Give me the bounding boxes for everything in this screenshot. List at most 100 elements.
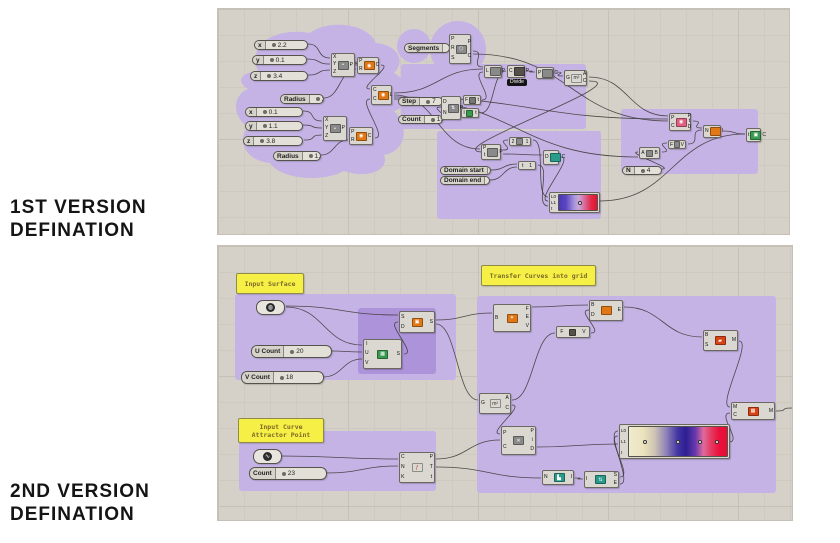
first-version-canvas[interactable]: x2.2 y0.1 z3.4Radius2.5 x0.1 y1.1 z3.8Radius1… — [217, 8, 790, 235]
param-surface-param[interactable]: ◍ — [256, 300, 285, 315]
flat-n-i-icon: ▙ — [549, 471, 570, 484]
slider-label: Count — [399, 116, 425, 123]
gradient-control-point[interactable] — [697, 439, 702, 444]
gradient-control-point[interactable] — [676, 439, 680, 444]
slider-radius-1[interactable]: Radius2.5 — [280, 94, 324, 104]
slider-grip[interactable] — [279, 375, 284, 380]
output-ports: C — [761, 129, 767, 141]
slider-grip[interactable] — [267, 74, 272, 78]
component-end-component[interactable]: t▣C — [746, 128, 766, 142]
gradient-control-point[interactable] — [642, 439, 647, 444]
slider-domain-end[interactable]: Domain end1.0 — [440, 176, 490, 185]
slider-grip[interactable] — [640, 168, 645, 173]
panel-input-surface[interactable]: Input Surface — [236, 273, 304, 294]
slider-domain-start[interactable]: Domain start0.001 — [440, 166, 491, 175]
slider-grip[interactable] — [262, 110, 267, 114]
component-range[interactable]: DN⇅R — [441, 96, 463, 120]
interval-right-icon — [709, 126, 721, 137]
gradient-bar[interactable] — [628, 426, 728, 457]
panel-transfer-curves[interactable]: Transfer Curves into grid — [481, 265, 596, 286]
slider-grip[interactable] — [262, 124, 267, 128]
port-out: P — [499, 148, 503, 155]
slider-grip[interactable] — [260, 139, 265, 143]
slider-grip[interactable] — [271, 43, 276, 47]
param-curve-param[interactable]: ∿ — [253, 449, 282, 464]
port-out: I — [570, 474, 572, 480]
component-flat-n-i[interactable]: N▙I — [542, 470, 574, 485]
port-in: L0 — [621, 428, 627, 433]
slider-grip[interactable] — [281, 471, 286, 476]
slider-grip[interactable] — [269, 58, 274, 62]
slider-grip[interactable] — [290, 349, 295, 354]
slider-grip[interactable] — [315, 97, 320, 101]
port-in: M — [733, 403, 738, 410]
slider-grip[interactable] — [430, 117, 435, 122]
slider-label: N — [623, 167, 635, 174]
slider-segments[interactable]: Segments4 — [404, 43, 450, 53]
slider-grip[interactable] — [308, 154, 313, 158]
port-label: V — [680, 141, 684, 148]
output-ports: L — [389, 86, 394, 104]
port-out: C — [554, 69, 558, 76]
slider-count[interactable]: Count19 — [398, 115, 443, 124]
slider-label: Radius — [274, 152, 303, 160]
port-in: X — [333, 54, 337, 61]
gradient-bar[interactable] — [558, 194, 598, 211]
port-in: t — [621, 450, 623, 455]
gradient-control-point[interactable] — [577, 200, 582, 205]
slider-grip[interactable] — [426, 99, 431, 104]
eval-1-icon — [489, 66, 501, 77]
interval-right-icon-glyph — [709, 127, 721, 136]
gradient-control-point[interactable] — [715, 439, 720, 444]
